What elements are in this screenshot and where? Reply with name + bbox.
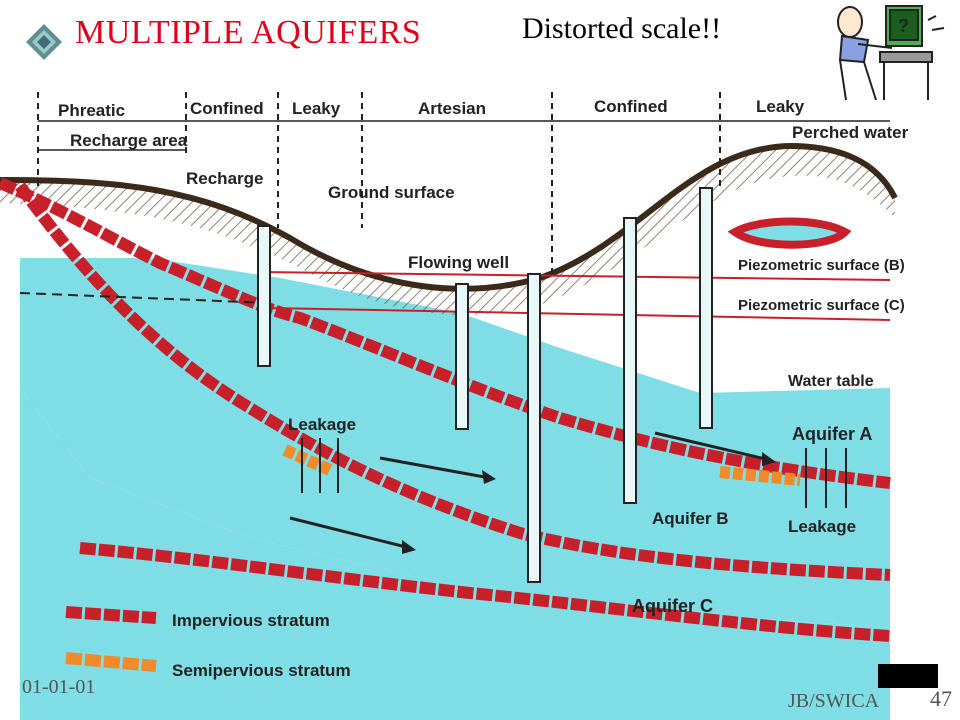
scale-note: Distorted scale!! (522, 12, 722, 45)
zone-label-artesian: Artesian (418, 99, 486, 118)
aquifer-c-water-region (20, 388, 890, 720)
semipervious-segment-right (719, 466, 801, 486)
slide-title: MULTIPLE AQUIFERS (75, 14, 422, 51)
legend-impervious-label: Impervious stratum (172, 611, 330, 630)
piezometric-surface-c (269, 307, 891, 321)
footer-author: JB/SWICA (788, 690, 880, 712)
aquifer-b-label: Aquifer B (652, 509, 729, 528)
aquifer-a-label: Aquifer A (792, 424, 872, 444)
zone-label-confined-2: Confined (594, 97, 668, 116)
perched-water-label: Perched water (792, 123, 909, 142)
soil-hatch (0, 146, 895, 316)
svg-text:?: ? (898, 16, 909, 36)
well-1 (257, 225, 271, 367)
flow-arrowhead (762, 452, 776, 466)
aquifer-c-label: Aquifer C (632, 596, 713, 616)
ground-surface-line (0, 142, 898, 292)
page-number: 47 (930, 686, 952, 711)
flow-arrowhead (402, 540, 416, 554)
flow-arrow (379, 456, 491, 480)
piezometric-b-label: Piezometric surface (B) (738, 257, 905, 274)
legend-semipervious-swatch (65, 652, 157, 672)
well-flowing (455, 283, 469, 430)
legend-semipervious-label: Semipervious stratum (172, 661, 351, 680)
well-3 (527, 273, 541, 583)
flowing-well-label: Flowing well (408, 253, 509, 272)
zone-label-leaky-2: Leaky (756, 97, 805, 116)
well-4 (623, 217, 637, 504)
zone-label-leaky: Leaky (292, 99, 341, 118)
impervious-stratum-upper (0, 177, 891, 489)
impervious-stratum-lower (79, 542, 891, 642)
impervious-stratum-middle (15, 182, 891, 581)
piezometric-c-label: Piezometric surface (C) (738, 297, 905, 314)
water-table-label: Water table (788, 373, 874, 390)
figure-mark (878, 664, 938, 688)
flow-arrow (289, 516, 411, 550)
zone-label-phreatic: Phreatic (58, 101, 125, 120)
diamond-bullet-icon (26, 24, 62, 60)
ground-surface-label: Ground surface (328, 183, 455, 202)
legend-impervious-swatch (65, 606, 157, 624)
aquifer-water-region (20, 258, 890, 628)
flow-arrow (654, 431, 771, 462)
recharge-label: Recharge (186, 169, 263, 188)
recharge-area-label: Recharge area (70, 131, 188, 150)
multiple-aquifers-diagram: Phreatic Confined Leaky Artesian Confine… (0, 92, 909, 720)
leakage-label-right: Leakage (788, 517, 856, 536)
zone-label-confined: Confined (190, 99, 264, 118)
piezometric-surface-b (259, 271, 891, 281)
semipervious-segment-left (282, 444, 333, 476)
well-5 (699, 187, 713, 429)
footer-date: 01-01-01 (22, 676, 96, 698)
perched-water-lens (727, 217, 852, 249)
person-at-computer-icon: ? (837, 5, 945, 101)
leakage-label-left: Leakage (288, 415, 356, 434)
flow-arrowhead (482, 470, 496, 484)
water-table-dashed (19, 292, 271, 304)
